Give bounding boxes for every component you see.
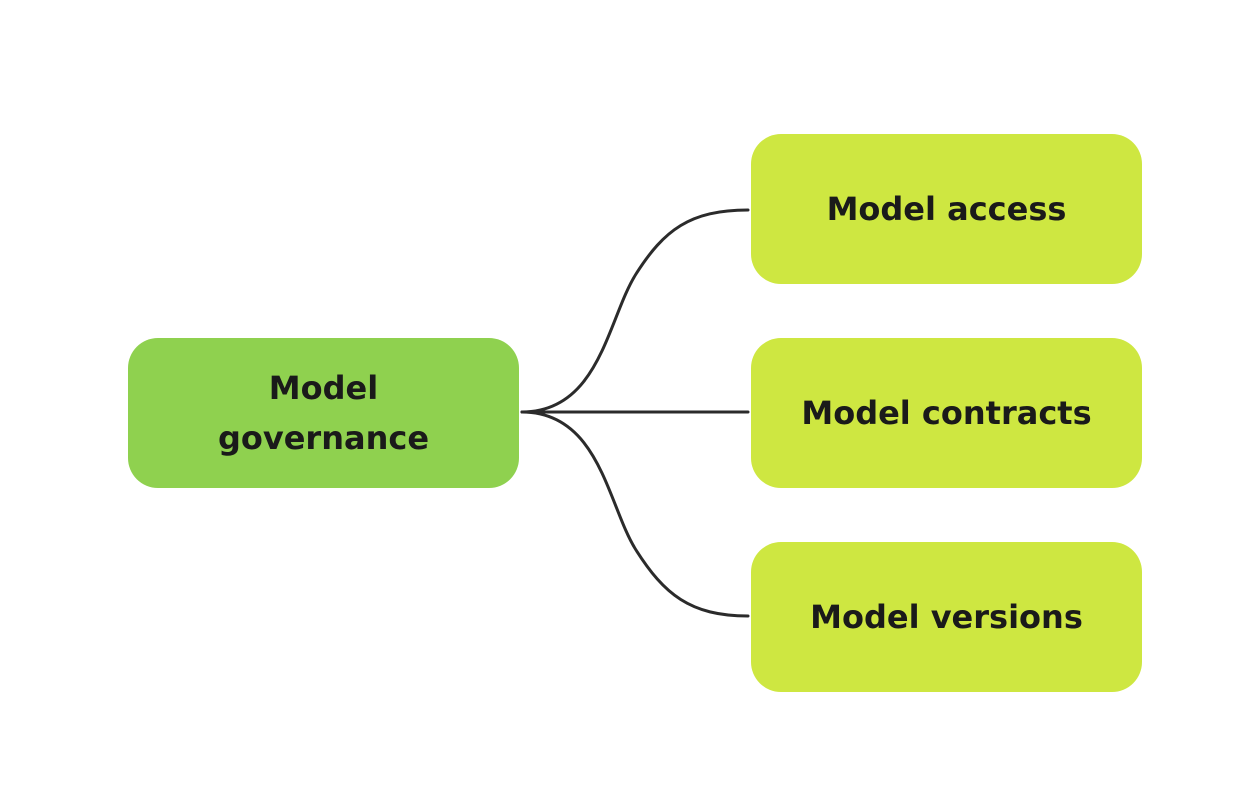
root-node-model-governance[interactable]: Model governance xyxy=(128,338,519,488)
connector-to-model-access xyxy=(520,208,750,414)
child-node-label: Model access xyxy=(826,190,1067,228)
child-node-model-contracts[interactable]: Model contracts xyxy=(751,338,1142,488)
child-node-label: Model contracts xyxy=(801,394,1092,432)
connector-to-model-versions xyxy=(520,410,750,618)
child-node-label: Model versions xyxy=(810,598,1083,636)
child-node-model-access[interactable]: Model access xyxy=(751,134,1142,284)
child-node-model-versions[interactable]: Model versions xyxy=(751,542,1142,692)
root-node-label: Model governance xyxy=(217,369,430,457)
